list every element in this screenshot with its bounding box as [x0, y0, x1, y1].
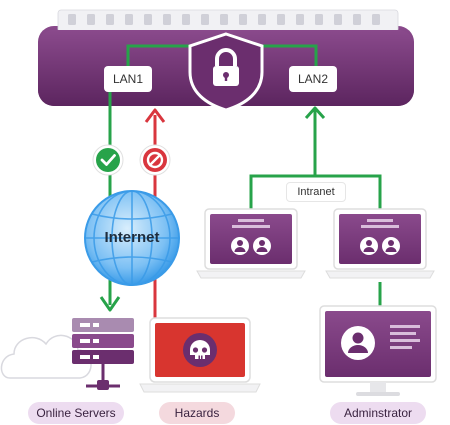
shield-lock [188, 32, 264, 112]
checkmark-icon [92, 144, 124, 176]
intranet-laptop-1 [196, 208, 306, 279]
hazards-caption: Hazards [159, 402, 235, 424]
administrator-caption: Adminstrator [330, 402, 426, 424]
admin-monitor [319, 305, 437, 396]
firewall-device [38, 9, 414, 112]
lan1-port-label: LAN1 [104, 66, 152, 92]
server-icon [72, 318, 134, 390]
hazard-laptop [139, 317, 261, 393]
globe-icon [84, 190, 180, 286]
users-icon [231, 237, 271, 255]
no-entry-icon [139, 144, 171, 176]
admin-user-icon [341, 326, 375, 360]
skull-icon [183, 333, 217, 367]
lock-icon [213, 48, 239, 86]
intranet-label: Intranet [286, 182, 346, 202]
internet-label: Internet [104, 229, 160, 246]
online-servers-caption: Online Servers [28, 402, 124, 424]
intranet-laptop-2 [325, 208, 435, 279]
users-icon [360, 237, 400, 255]
lan2-port-label: LAN2 [289, 66, 337, 92]
